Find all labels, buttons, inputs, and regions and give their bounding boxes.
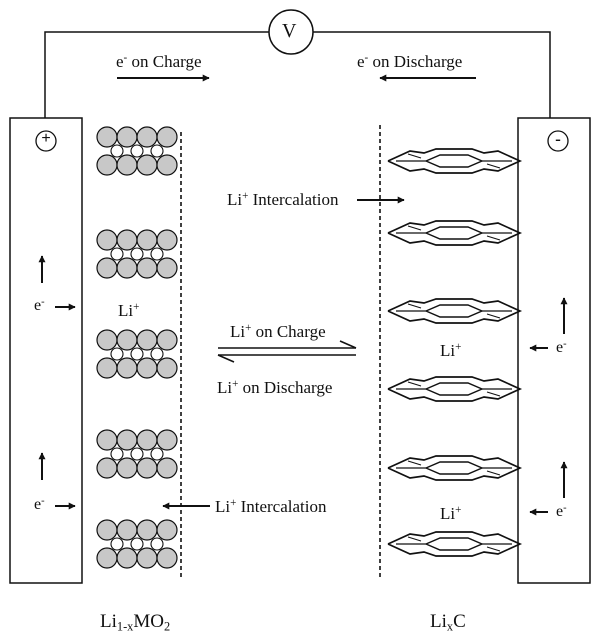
graphite-sheet-1 (387, 148, 523, 174)
oxide-stack-3 (96, 329, 178, 379)
oxide-stack-2 (96, 229, 178, 279)
metal-oxide-layers (96, 126, 178, 569)
cathode-formula: Li1-xMO2 (100, 611, 171, 634)
anode-lithium-ion-label-2: Li+ (440, 503, 462, 523)
cathode-terminal-circle (35, 130, 57, 152)
external-circuit-wire (44, 31, 269, 118)
cathode-current-collector (9, 117, 83, 584)
cathode-lithium-ion-label: Li+ (118, 300, 140, 320)
anode-terminal-circle (547, 130, 569, 152)
on-discharge-label: Li+ on Discharge (217, 377, 333, 397)
on-charge-label: Li+ on Charge (230, 321, 326, 341)
voltmeter-label: V (282, 20, 297, 42)
cathode-electron-label-1: e- (34, 296, 45, 314)
graphite-sheet-5 (387, 455, 523, 481)
graphite-sheet-4 (387, 376, 523, 402)
charge-discharge-equilibrium-arrows (217, 340, 357, 363)
oxide-stack-1 (96, 126, 178, 176)
anode-electron-label-1: e- (556, 338, 567, 356)
cathode-electron-label-2: e- (34, 495, 45, 513)
external-circuit-wire-right (313, 31, 551, 118)
oxide-stack-4 (96, 429, 178, 479)
anode-lithium-ion-label-1: Li+ (440, 340, 462, 360)
anode-terminal-sign: - (555, 129, 561, 149)
graphite-sheet-6 (387, 531, 523, 557)
voltmeter-circle (268, 9, 314, 55)
anode-electron-label-2: e- (556, 502, 567, 520)
charge-flow-label: e- on Charge (116, 51, 202, 71)
intercalation-to-anode-label: Li+ Intercalation (227, 189, 339, 209)
anode-current-collector (517, 117, 591, 584)
graphite-layers (387, 148, 523, 557)
oxide-stack-5 (96, 519, 178, 569)
anode-formula: LixC (430, 611, 466, 634)
graphite-sheet-2 (387, 220, 523, 246)
intercalation-to-cathode-label: Li+ Intercalation (215, 496, 327, 516)
discharge-flow-label: e- on Discharge (357, 51, 463, 71)
graphite-sheet-3 (387, 298, 523, 324)
cathode-terminal-sign: + (41, 130, 51, 147)
